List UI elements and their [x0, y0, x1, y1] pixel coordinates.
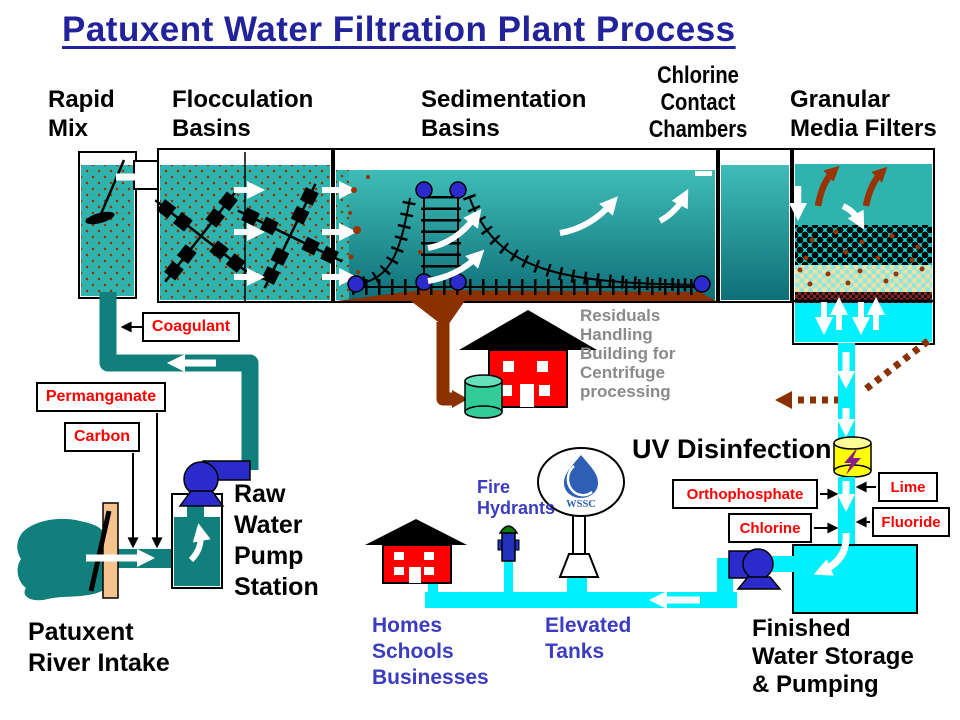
rapid-mix-water [81, 165, 134, 296]
filter-trapped-particles [797, 229, 925, 287]
label-elevated-tanks: Elevated Tanks [545, 614, 632, 663]
label-uv-disinfection: UV Disinfection [632, 434, 832, 464]
backwash-waste-arrow [862, 166, 888, 207]
finished-pump-icon [728, 548, 782, 590]
homes-building-icon [365, 519, 467, 584]
floc-particles [348, 175, 422, 274]
weir-marker [695, 171, 712, 176]
label-residuals-building: Residuals Handling Building for Centrifu… [580, 306, 676, 401]
filter-gravel-layer [795, 292, 932, 303]
collector-pulleys [347, 181, 711, 293]
residuals-tank-icon [464, 374, 503, 419]
underdrain-flow-arrows [815, 297, 885, 335]
wssc-logo-text: WSSC [566, 499, 596, 510]
chemical-box-fluoride: Fluoride [872, 507, 950, 537]
flocculator-paddle-icon [154, 189, 248, 283]
stage-label-sedimentation: Sedimentation Basins [421, 86, 587, 142]
page-title: Patuxent Water Filtration Plant Process [62, 10, 736, 49]
residuals-pipe-arrowhead [452, 390, 468, 408]
label-fire-hydrants: Fire Hydrants [477, 477, 556, 518]
river-shape [17, 518, 104, 601]
fire-hydrant-icon [497, 525, 520, 562]
label-raw-pump-station: Raw Water Pump Station [234, 480, 319, 601]
floc-flow-arrows [234, 181, 357, 286]
filter-downflow-arrow [841, 203, 865, 230]
rapid-mix-mixer-icon [85, 159, 126, 225]
chemical-box-chlorine: Chlorine [728, 513, 812, 543]
tank-inflow-arrow [813, 532, 850, 576]
backwash-dashed-arrowhead [775, 391, 792, 409]
backwash-dashed-line [859, 338, 931, 395]
sedimentation-water [336, 170, 715, 300]
backwash-waste-arrow [814, 165, 840, 207]
finished-storage-tank [792, 544, 918, 614]
pump-station-tank [171, 493, 223, 589]
granular-media-filter [792, 148, 935, 345]
chlorine-contact-chamber [718, 148, 792, 303]
label-river-intake: Patuxent River Intake [28, 618, 170, 677]
sedimentation-flow-arrows [427, 189, 689, 284]
stage-label-granular-filters: Granular Media Filters [790, 86, 937, 142]
elevated-tank-icon [537, 447, 625, 578]
chemical-box-carbon: Carbon [64, 422, 140, 452]
chemical-box-coagulant: Coagulant [142, 312, 240, 342]
flocculator-paddle-icon [237, 183, 343, 289]
sludge-hopper [403, 295, 469, 328]
label-homes-schools: Homes Schools Businesses [372, 614, 489, 689]
chemical-box-lime: Lime [878, 472, 938, 502]
intake-screen-bar [88, 510, 112, 592]
rapid-mix-basin [78, 151, 137, 299]
sludge-collector-chain [351, 190, 701, 295]
filter-sand-layer [795, 265, 932, 292]
stage-label-rapid-mix: Rapid Mix [48, 86, 115, 142]
chlorine-chamber-water [721, 165, 789, 300]
stage-label-flocculation: Flocculation Basins [172, 86, 314, 142]
filter-anthracite-layer [795, 225, 932, 265]
stage-label-chlorine-contact: Chlorine Contact Chambers [648, 62, 748, 143]
raw-pump-icon [178, 460, 251, 507]
chemical-box-permanganate: Permanganate [36, 382, 166, 412]
chemical-box-orthophosphate: Orthophosphate [672, 479, 818, 509]
uv-lamp-icon [833, 436, 872, 478]
label-finished-storage: Finished Water Storage & Pumping [752, 615, 914, 698]
residuals-pipe [436, 322, 452, 406]
